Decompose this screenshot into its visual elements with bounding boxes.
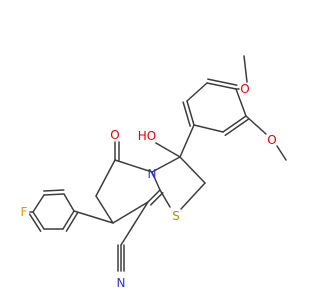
bond-ar3-ar4-inner xyxy=(207,78,238,86)
bond-c3-aryl xyxy=(179,124,195,158)
bond-c2-s xyxy=(180,182,206,210)
bond-c8-cn xyxy=(120,201,149,246)
bond-o-methyl-side xyxy=(276,145,287,161)
methoxy-oxygen-top-label: O xyxy=(240,82,249,96)
bond-o-methyl-top xyxy=(243,55,248,83)
bond-fa3-fa4 xyxy=(32,194,45,213)
bond-c7-c8 xyxy=(112,201,149,224)
bond-c8a-n4 xyxy=(151,171,161,191)
bond-n4-c3 xyxy=(151,156,181,173)
bond-fa4-fa5-inner xyxy=(28,213,42,232)
bond-fa6-fa1 xyxy=(62,210,75,230)
bond-ar6-ar1 xyxy=(193,124,224,133)
bond-fa2-fa3 xyxy=(43,193,65,196)
bond-ar5-ar6 xyxy=(222,115,247,133)
bond-c5-c6 xyxy=(95,159,116,197)
bond-lines xyxy=(28,55,287,272)
chemical-structure-diagram: O HO N S N F O O xyxy=(21,55,287,290)
ring-oxygen-label: O xyxy=(110,128,119,142)
bond-ar1-ar2-inner xyxy=(182,101,191,127)
fluorine-label: F xyxy=(21,205,28,219)
bond-fa2-fa3-inner xyxy=(43,189,65,192)
bond-s-c8a xyxy=(159,189,171,208)
bond-c8-c8a xyxy=(147,189,161,203)
bond-c8-c8a-inner xyxy=(150,192,164,206)
bond-ar4-ar5 xyxy=(235,88,247,117)
bond-ar1-ar2 xyxy=(186,100,195,126)
bond-c6-c7 xyxy=(95,195,114,224)
bond-c3-c2 xyxy=(179,156,206,184)
bond-fa4-fa5 xyxy=(32,211,45,230)
bond-ar2-ar3 xyxy=(186,82,208,102)
ring-nitrogen-label: N xyxy=(148,167,157,181)
bond-fa1-fa2 xyxy=(63,193,75,212)
hydroxyl-label: HO xyxy=(138,129,156,143)
bond-fa6-fa1-inner xyxy=(65,212,79,232)
bond-n4-c5 xyxy=(114,159,153,173)
bond-c3-oh xyxy=(155,142,181,158)
atom-labels: O HO N S N F O O xyxy=(21,82,277,290)
nitrile-nitrogen-label: N xyxy=(117,276,126,290)
bond-ar5-ar6-inner xyxy=(224,118,250,137)
ring-sulfur-label: S xyxy=(172,209,180,223)
bond-c7-aryl xyxy=(73,210,114,224)
bond-ar5-o xyxy=(245,115,267,135)
bond-ar3-ar4 xyxy=(206,82,237,90)
methoxy-oxygen-side-label: O xyxy=(267,133,276,147)
